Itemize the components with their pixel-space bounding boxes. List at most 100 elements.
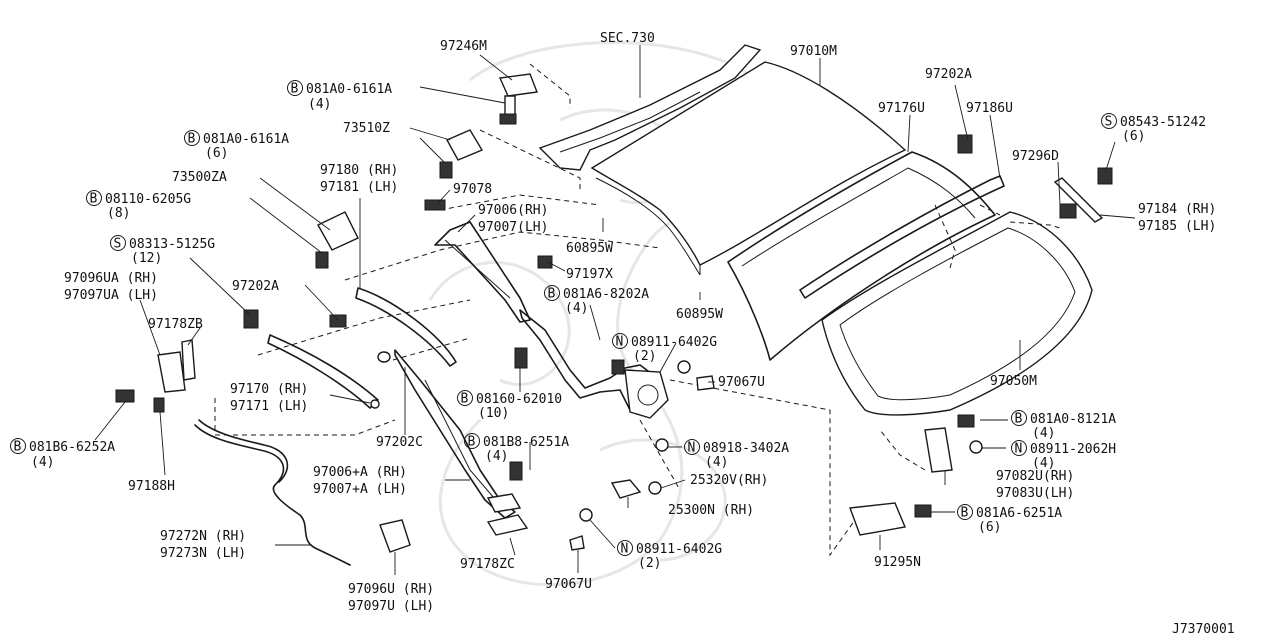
callout-nut-08911-6402g-1: N 08911-6402G (2) bbox=[612, 333, 717, 364]
qty-08911-6402g-1: (2) bbox=[633, 349, 656, 364]
bracket-73510z-part bbox=[446, 129, 484, 161]
bolt-symbol: B bbox=[1015, 412, 1023, 427]
rail-97170-part bbox=[267, 334, 379, 409]
label-08313-5125g: 08313-5125G bbox=[129, 237, 215, 252]
label-73510z: 73510Z bbox=[343, 121, 390, 136]
label-08911-2062h: 08911-2062H bbox=[1030, 442, 1116, 457]
roof-panel-part bbox=[590, 61, 907, 266]
label-08918-3402a: 08918-3402A bbox=[703, 441, 789, 456]
label-97272n-rh: 97272N (RH) bbox=[160, 529, 246, 544]
qty-081b6-6252a: (4) bbox=[31, 455, 54, 470]
arm-97006a-part bbox=[394, 349, 516, 519]
callout-bolt-081b8-6251a: B 081B8-6251A (4) bbox=[464, 433, 569, 464]
bolt-symbol: B bbox=[461, 392, 469, 407]
label-97096ua-rh: 97096UA (RH) bbox=[64, 271, 158, 286]
roof-trim-part bbox=[538, 44, 762, 171]
callout-nut-08911-6402g-2: N 08911-6402G (2) bbox=[617, 540, 722, 571]
label-081a0-6161a-2: 081A0-6161A bbox=[203, 132, 289, 147]
label-97273n-lh: 97273N (LH) bbox=[160, 546, 246, 561]
qty-081a0-6161a-1: (4) bbox=[308, 97, 331, 112]
label-97050m: 97050M bbox=[990, 374, 1037, 389]
label-08160-62010: 08160-62010 bbox=[476, 392, 562, 407]
cable-97272n-part bbox=[194, 424, 351, 566]
switch-25300n-part bbox=[610, 479, 642, 499]
link-97006-part bbox=[434, 221, 531, 323]
qty-08918-3402a: (4) bbox=[705, 455, 728, 470]
qty-08543-51242: (6) bbox=[1122, 129, 1145, 144]
label-97006-rh: 97006(RH) bbox=[478, 203, 548, 218]
label-97176u: 97176U bbox=[878, 101, 925, 116]
label-97178zc: 97178ZC bbox=[460, 557, 515, 572]
qty-081a0-8121a: (4) bbox=[1032, 426, 1055, 441]
seal-strip-part bbox=[799, 175, 1005, 299]
label-97097u-lh: 97097U (LH) bbox=[348, 599, 434, 614]
nut-symbol: N bbox=[616, 335, 624, 350]
bracket-97184-part bbox=[1053, 177, 1104, 223]
leader-lines bbox=[94, 45, 1136, 575]
qty-08911-2062h: (4) bbox=[1032, 456, 1055, 471]
label-60895w-1: 60895W bbox=[566, 241, 613, 256]
bracket-97246m-part bbox=[498, 73, 538, 97]
callout-bolt-081a0-8121a: B 081A0-8121A (4) bbox=[1011, 410, 1116, 441]
bolt-symbol: B bbox=[291, 82, 299, 97]
label-08911-6402g-1: 08911-6402G bbox=[631, 335, 717, 350]
label-97202a-top: 97202A bbox=[925, 67, 972, 82]
label-97078: 97078 bbox=[453, 182, 492, 197]
label-97202a-left: 97202A bbox=[232, 279, 279, 294]
cap-97067u-part bbox=[696, 375, 715, 391]
label-97171-lh: 97171 (LH) bbox=[230, 399, 308, 414]
qty-08911-6402g-2: (2) bbox=[638, 556, 661, 571]
label-97170-rh: 97170 (RH) bbox=[230, 382, 308, 397]
callout-labels: SEC.730 97246M 97010M 97202A B 081A0-616… bbox=[10, 31, 1235, 637]
label-97202c: 97202C bbox=[376, 435, 423, 450]
latch-97096u-part bbox=[379, 519, 411, 553]
label-91295n: 91295N bbox=[874, 555, 921, 570]
label-25300n: 25300N (RH) bbox=[668, 503, 754, 518]
label-97186u: 97186U bbox=[966, 101, 1013, 116]
label-97097ua-lh: 97097UA (LH) bbox=[64, 288, 158, 303]
label-081a0-8121a: 081A0-8121A bbox=[1030, 412, 1116, 427]
motor-91295n-part bbox=[849, 502, 906, 536]
qty-08313-5125g: (12) bbox=[131, 251, 162, 266]
latch-97096ua-part bbox=[157, 351, 186, 393]
callout-screw-08543-51242: S 08543-51242 (6) bbox=[1101, 113, 1206, 144]
label-97067u-1: 97067U bbox=[718, 375, 765, 390]
label-97296d: 97296D bbox=[1012, 149, 1059, 164]
callout-bolt-081b6-6252a: B 081B6-6252A (4) bbox=[10, 438, 115, 470]
bolt-symbol: B bbox=[961, 506, 969, 521]
label-73500za: 73500ZA bbox=[172, 170, 227, 185]
drive-unit-part bbox=[624, 369, 669, 419]
nut-symbol: N bbox=[1015, 442, 1023, 457]
callout-nut-08918-3402a: N 08918-3402A (4) bbox=[684, 439, 789, 470]
label-97082u-rh: 97082U(RH) bbox=[996, 469, 1074, 484]
label-97007a-lh: 97007+A (LH) bbox=[313, 482, 407, 497]
screw-symbol: S bbox=[114, 237, 122, 252]
screw-symbol: S bbox=[1105, 115, 1113, 130]
bolt-symbol: B bbox=[468, 435, 476, 450]
bolt-symbol: B bbox=[188, 132, 196, 147]
label-081a6-8202a: 081A6-8202A bbox=[563, 287, 649, 302]
label-08911-6402g-2: 08911-6402G bbox=[636, 542, 722, 557]
label-97197x: 97197X bbox=[566, 267, 613, 282]
bracket-97178zc-part bbox=[486, 514, 529, 536]
callout-bolt-081a6-6251a: B 081A6-6251A (6) bbox=[957, 504, 1062, 535]
label-97010m: 97010M bbox=[790, 44, 837, 59]
rail-97180-part bbox=[355, 287, 457, 367]
parts-drawing bbox=[115, 44, 1113, 566]
label-081a6-6251a: 081A6-6251A bbox=[976, 506, 1062, 521]
callout-bolt-081a6-8202a: B 081A6-8202A (4) bbox=[544, 285, 649, 316]
callout-bolt-081a0-6161a-6: B 081A0-6161A (6) bbox=[184, 130, 289, 161]
qty-08110-6205g: (8) bbox=[107, 206, 130, 221]
label-08543-51242: 08543-51242 bbox=[1120, 115, 1206, 130]
label-08110-6205g: 08110-6205G bbox=[105, 192, 191, 207]
label-97083u-lh: 97083U(LH) bbox=[996, 486, 1074, 501]
label-97006a-rh: 97006+A (RH) bbox=[313, 465, 407, 480]
label-97178zb: 97178ZB bbox=[148, 317, 203, 332]
label-97188h: 97188H bbox=[128, 479, 175, 494]
label-081a0-6161a-1: 081A0-6161A bbox=[306, 82, 392, 97]
bracket-97082u-part bbox=[924, 427, 953, 473]
bolt-symbol: B bbox=[548, 287, 556, 302]
label-97246m: 97246M bbox=[440, 39, 487, 54]
label-sec730: SEC.730 bbox=[600, 31, 655, 46]
